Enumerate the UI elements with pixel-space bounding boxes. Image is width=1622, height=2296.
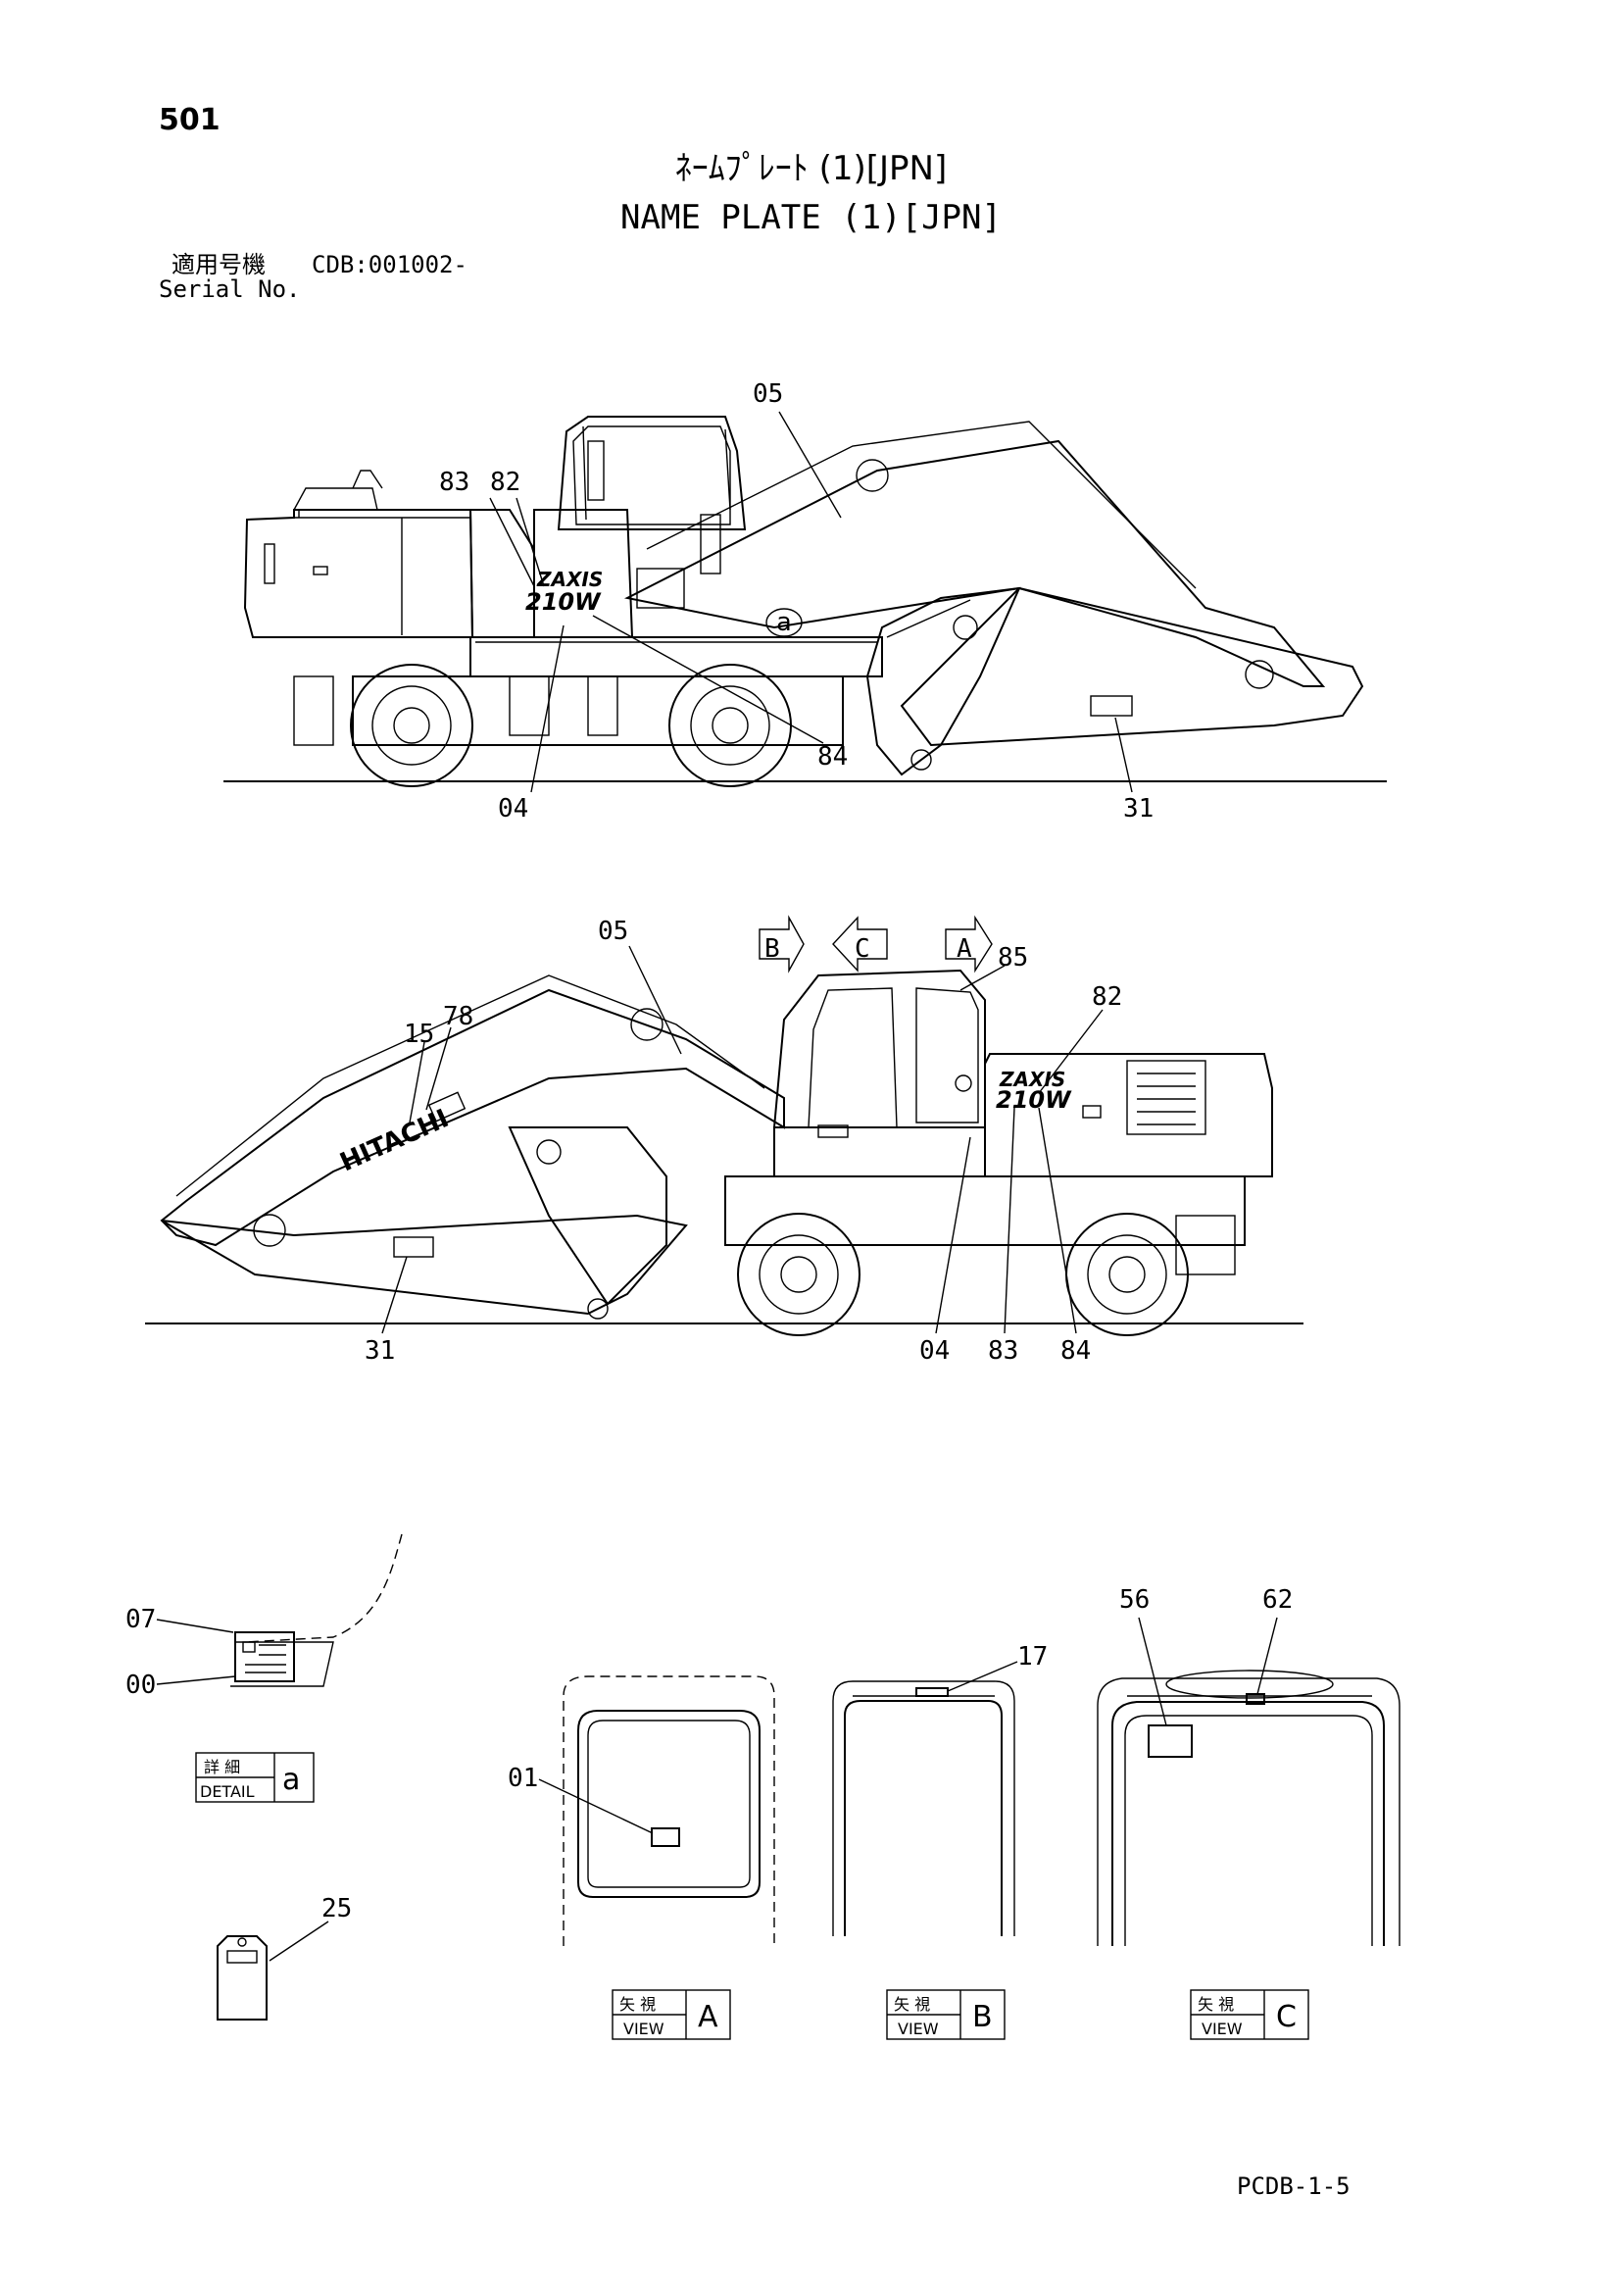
- callout-side-85: 85: [998, 943, 1028, 973]
- callout-top-31: 31: [1123, 794, 1154, 824]
- series-logo-2: ZAXIS: [999, 1068, 1065, 1091]
- page-title-japanese: ﾈｰﾑﾌﾟﾚｰﾄ (1)[JPN]: [674, 149, 948, 188]
- window-frame-a: [577, 1710, 761, 1898]
- arm-2: [161, 1214, 688, 1316]
- serial-label-english: Serial No.: [159, 275, 301, 303]
- svg-text:DETAIL: DETAIL: [200, 1782, 255, 1801]
- svg-text:VIEW: VIEW: [1202, 2020, 1243, 2038]
- name-plate-00: [234, 1631, 295, 1682]
- rear-wheel: [350, 664, 473, 787]
- callout-side-04: 04: [919, 1336, 950, 1366]
- front-wheel: [668, 664, 792, 787]
- callout-side-82: 82: [1092, 982, 1122, 1012]
- detail-letter: a: [282, 1763, 300, 1797]
- plate-56-marker: [1148, 1724, 1193, 1758]
- window-frame-c: [1111, 1701, 1385, 1946]
- chassis: [352, 675, 844, 746]
- view-b: 17 矢 視 VIEW B: [832, 1642, 1048, 2040]
- plate-31-marker-2: [393, 1236, 434, 1258]
- callout-side-78: 78: [443, 1002, 473, 1031]
- view-arrow-b: [759, 915, 805, 973]
- view-c: 56 62 矢 視 VIEW C: [1097, 1585, 1401, 2040]
- page-title-english: NAME PLATE (1)[JPN]: [620, 198, 1002, 237]
- callout-00: 00: [125, 1671, 156, 1700]
- serial-code: CDB:001002-: [312, 251, 467, 278]
- chassis-2: [724, 1175, 1246, 1246]
- callout-07: 07: [125, 1605, 156, 1634]
- plate-17-marker: [915, 1687, 949, 1697]
- model-logo: 210W: [525, 588, 602, 616]
- callout-17: 17: [1017, 1642, 1048, 1672]
- svg-text:C: C: [855, 934, 870, 964]
- svg-text:A: A: [957, 934, 972, 964]
- rear-wheel-2: [1065, 1213, 1189, 1336]
- callout-side-83: 83: [988, 1336, 1018, 1366]
- boom-2: [160, 988, 785, 1247]
- plate-62-marker: [1246, 1693, 1265, 1705]
- footer-code: PCDB-1-5: [1237, 2172, 1351, 2200]
- svg-text:矢 視: 矢 視: [1198, 1995, 1234, 2014]
- callout-top-82: 82: [490, 468, 520, 497]
- callout-top-83: 83: [439, 468, 469, 497]
- callout-62: 62: [1262, 1585, 1293, 1615]
- view-c-letter: C: [1276, 2000, 1297, 2034]
- bucket: [865, 586, 1021, 776]
- excavator-view-right: ZAXIS 210W a 05: [223, 379, 1387, 824]
- svg-text:矢 視: 矢 視: [894, 1995, 930, 2014]
- plate-31-marker: [1090, 695, 1133, 717]
- brand-logo: HITACHI: [336, 1104, 454, 1177]
- callout-side-05: 05: [598, 917, 628, 946]
- svg-text:矢 視: 矢 視: [619, 1995, 656, 2014]
- boom: [623, 439, 1326, 687]
- excavator-view-left: B C A ZAXIS 210W HITACHI: [145, 915, 1303, 1366]
- callout-side-15: 15: [404, 1020, 434, 1049]
- callout-side-84: 84: [1060, 1336, 1091, 1366]
- counterweight: [243, 509, 474, 638]
- view-a-letter: A: [698, 2000, 718, 2034]
- window-frame-b: [844, 1700, 1003, 1936]
- bucket-2: [508, 1126, 667, 1306]
- callout-side-31: 31: [365, 1336, 395, 1366]
- callout-top-04: 04: [498, 794, 528, 824]
- cab: [557, 416, 747, 530]
- series-logo: ZAXIS: [536, 568, 603, 591]
- page-number: 501: [159, 103, 221, 137]
- detail-ref-a: a: [776, 608, 792, 637]
- serial-label-japanese: 適用号機: [172, 251, 266, 278]
- arm: [900, 586, 1364, 747]
- view-arrow-a: [945, 915, 993, 973]
- view-a: 01 矢 視 VIEW A: [508, 1675, 775, 2040]
- plate-01-marker: [651, 1827, 680, 1847]
- tag-25: 25: [217, 1894, 352, 2021]
- callout-25: 25: [321, 1894, 352, 1923]
- callout-top-05: 05: [753, 379, 783, 409]
- view-b-letter: B: [972, 2000, 993, 2034]
- svg-text:VIEW: VIEW: [623, 2020, 664, 2038]
- svg-text:B: B: [764, 934, 780, 964]
- view-arrow-c: [832, 916, 888, 973]
- callout-56: 56: [1119, 1585, 1150, 1615]
- tag-body: [217, 1935, 268, 2021]
- front-wheel-2: [737, 1213, 860, 1336]
- callout-01: 01: [508, 1764, 538, 1793]
- detail-a: 07 00 詳 細 DETAIL a: [125, 1533, 403, 1803]
- callout-top-84: 84: [817, 742, 848, 772]
- svg-text:VIEW: VIEW: [898, 2020, 939, 2038]
- model-logo-2: 210W: [996, 1086, 1072, 1114]
- cab-2: [772, 969, 986, 1128]
- svg-text:詳 細: 詳 細: [204, 1758, 240, 1776]
